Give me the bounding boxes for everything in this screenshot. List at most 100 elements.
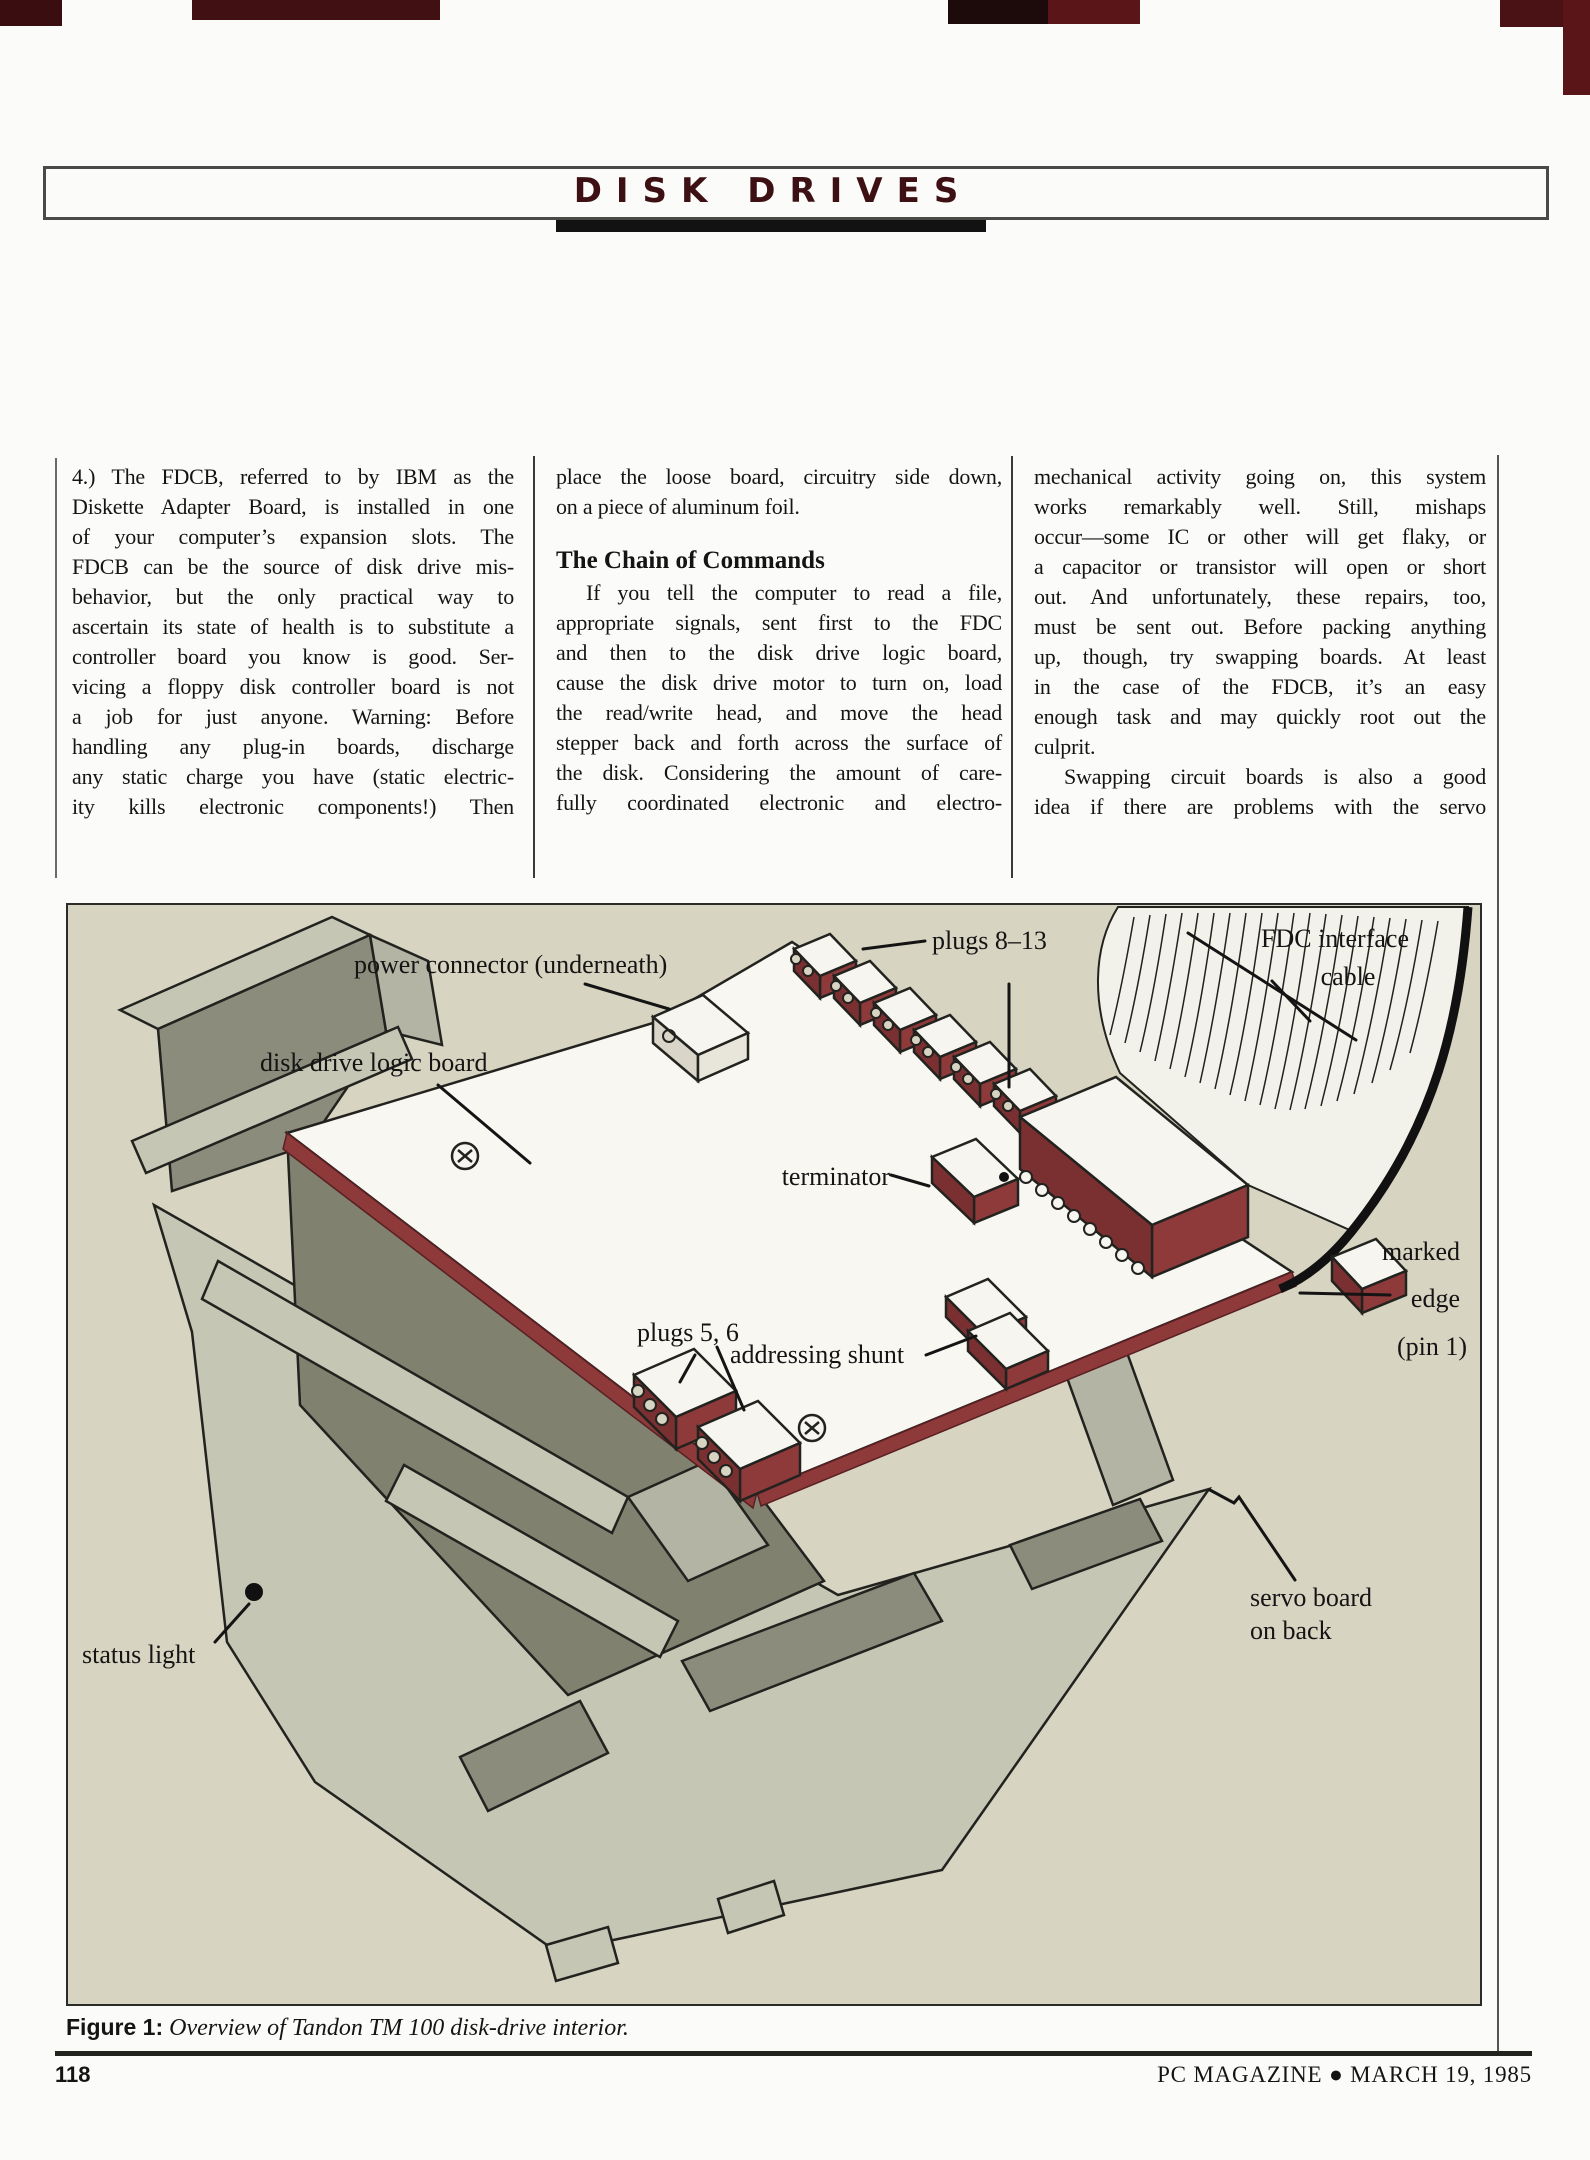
leader-status-light	[213, 1602, 251, 1644]
right-corner-plug	[1329, 1237, 1409, 1317]
text-line: If you tell the computer to read a file,	[586, 580, 1002, 605]
paragraph: mechanical activity going on, this syste…	[1034, 462, 1486, 762]
paragraph: If you tell the computer to read a file,…	[556, 578, 1002, 818]
text-line: mechanical activity going on, this syste…	[1034, 464, 1486, 489]
column-rule-1	[533, 456, 535, 878]
text-line: works remarkably well. Still, mishaps	[1034, 494, 1486, 519]
leader-addressing-shunt	[924, 1334, 978, 1357]
board-edge	[282, 1131, 758, 1510]
addressing-shunt-blocks	[943, 1277, 1051, 1393]
cable-hatching	[1109, 912, 1439, 1111]
paragraph: place the loose board, circuitry side do…	[556, 462, 1002, 522]
text-line: ascertain its state of health is to subs…	[72, 614, 514, 639]
figure-caption-text: Overview of Tandon TM 100 disk-drive int…	[163, 2015, 629, 2041]
text-line: in the case of the FDCB, it’s an easy	[1034, 674, 1486, 699]
header-rule-endcap	[1546, 166, 1549, 220]
plugs-8-13-blocks	[790, 932, 1059, 1137]
label-marked-edge-2: edge	[1411, 1284, 1460, 1313]
label-fdc-cable-1: FDC interface	[1261, 924, 1409, 953]
chassis-foot	[716, 1879, 786, 1935]
label-status-light: status light	[82, 1640, 196, 1669]
article-column-3: mechanical activity going on, this syste…	[1034, 462, 1486, 822]
text-line: Swapping circuit boards is also a good	[1064, 764, 1486, 789]
text-line: Diskette Adapter Board, is installed in …	[72, 494, 514, 519]
text-line: place the loose board, circuitry side do…	[556, 464, 1002, 489]
text-line: fully coordinated electronic and electro…	[556, 790, 1002, 815]
figure-caption: Figure 1: Overview of Tandon TM 100 disk…	[66, 2014, 1476, 2042]
power-connector-block	[650, 993, 751, 1084]
text-line: appropriate signals, sent first to the F…	[556, 610, 1002, 635]
text-line: vicing a floppy disk controller board is…	[72, 674, 514, 699]
bottom-rule	[55, 2051, 1532, 2056]
header-rule-endcap	[43, 166, 46, 220]
text-line: FDCB can be the source of disk drive mis…	[72, 554, 514, 579]
leader-plugs-5-6-b	[715, 1345, 746, 1412]
chassis-slot	[1008, 1497, 1164, 1591]
paragraph-gap	[556, 522, 1002, 538]
header-black-bar	[556, 220, 986, 232]
label-fdc-cable-2: cable	[1321, 962, 1376, 991]
text-line: enough task and may quickly root out the	[1034, 704, 1486, 729]
screw-icon	[797, 1413, 827, 1443]
edge-connector	[1017, 1075, 1251, 1280]
label-power-connector: power connector (underneath)	[354, 950, 667, 979]
subheading: The Chain of Commands	[556, 547, 825, 574]
scan-mark	[0, 0, 62, 26]
label-terminator: terminator	[782, 1162, 891, 1191]
scan-mark	[948, 0, 1048, 24]
chassis-back-block	[368, 932, 444, 1047]
text-line: and then to the disk drive logic board,	[556, 640, 1002, 665]
label-servo-1: servo board	[1250, 1583, 1372, 1612]
text-line: the disk. Considering the amount of care…	[556, 760, 1002, 785]
text-line: up, though, try swapping boards. At leas…	[1034, 644, 1486, 669]
label-plugs-8-13: plugs 8–13	[932, 926, 1047, 955]
page-number: 118	[55, 2062, 91, 2087]
leader-marked-edge	[1298, 1291, 1392, 1297]
text-line: any static charge you have (static elect…	[72, 764, 514, 789]
text-line: handling any plug-in boards, discharge	[72, 734, 514, 759]
text-line: occur—some IC or other will get flaky, o…	[1034, 524, 1486, 549]
label-marked-edge-3: (pin 1)	[1397, 1332, 1467, 1361]
chassis-rail	[200, 1259, 630, 1535]
chassis-foot	[544, 1925, 620, 1983]
figure-caption-label: Figure 1:	[66, 2014, 164, 2040]
text-line: ity kills electronic components!) Then	[72, 794, 514, 819]
text-line: a capacitor or transistor will open or s…	[1034, 554, 1486, 579]
scan-mark	[192, 0, 440, 20]
text-line: the read/write head, and move the head	[556, 700, 1002, 725]
leader-plugs-5-6-a	[678, 1353, 697, 1384]
text-line: out. And unfortunately, these repairs, t…	[1034, 584, 1486, 609]
page-rule-right	[1497, 455, 1499, 2051]
text-line: cause the disk drive motor to turn on, l…	[556, 670, 1002, 695]
text-line: controller board you know is good. Ser-	[72, 644, 514, 669]
label-logic-board: disk drive logic board	[260, 1048, 487, 1077]
chassis-slot	[458, 1699, 610, 1813]
leader-logic-board	[436, 1083, 532, 1165]
label-addressing-shunt: addressing shunt	[730, 1340, 905, 1369]
footer-magazine-date: PC MAGAZINE ● MARCH 19, 1985	[1157, 2062, 1532, 2087]
chassis-clamp-bar	[130, 1025, 414, 1175]
label-servo-2: on back	[1250, 1616, 1332, 1645]
leader-plugs-8-13-h	[861, 939, 927, 951]
leader-fdc-cable-2	[1270, 979, 1312, 1023]
leader-terminator	[889, 1173, 931, 1188]
cable-marked-edge	[1278, 906, 1473, 1294]
chassis-rail	[384, 1463, 680, 1659]
label-marked-edge-1: marked	[1382, 1237, 1460, 1266]
text-line: stepper back and forth across the surfac…	[556, 730, 1002, 755]
article-column-2: place the loose board, circuitry side do…	[556, 462, 1002, 818]
scan-mark	[1563, 0, 1590, 95]
scan-mark	[1048, 0, 1140, 24]
leader-fdc-cable	[1186, 931, 1358, 1042]
text-line: on a piece of aluminum foil.	[556, 494, 800, 519]
figure-panel: power connector (underneath) disk drive …	[66, 903, 1482, 2006]
column-rule-left	[55, 458, 57, 878]
text-line: 4.) The FDCB, referred to by IBM as the	[72, 464, 514, 489]
text-line: behavior, but the only practical way to	[72, 584, 514, 609]
label-plugs-5-6: plugs 5, 6	[637, 1318, 739, 1347]
chassis-guide-block	[626, 1459, 770, 1583]
